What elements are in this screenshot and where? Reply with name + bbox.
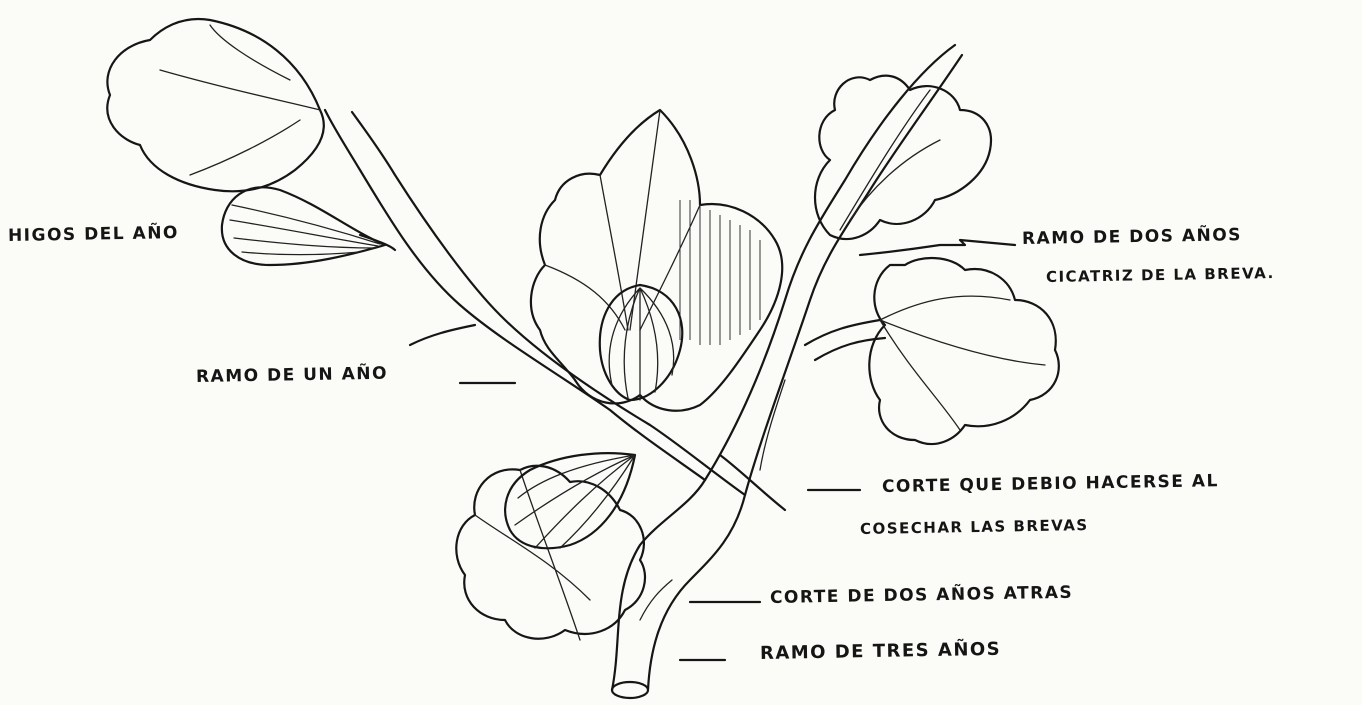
leader-ramo-dos-anos: [860, 240, 1015, 255]
leaf-top-right: [815, 76, 991, 239]
label-ramo-dos-anos: RAMO DE DOS AÑOS: [1022, 225, 1242, 249]
label-higos-del-ano: HIGOS DEL AÑO: [8, 223, 179, 246]
branch-right: [805, 320, 885, 360]
leaf-center: [531, 110, 782, 411]
leaf-lower: [456, 466, 645, 640]
leaf-top-left: [107, 19, 323, 191]
label-ramo-tres-anos: RAMO DE TRES AÑOS: [760, 639, 1002, 664]
fig-top-left: [222, 187, 385, 265]
leaf-right: [869, 258, 1059, 444]
branch-one-year: [325, 110, 745, 495]
fig-center: [600, 285, 682, 400]
label-ramo-un-ano: RAMO DE UN AÑO: [196, 364, 388, 387]
